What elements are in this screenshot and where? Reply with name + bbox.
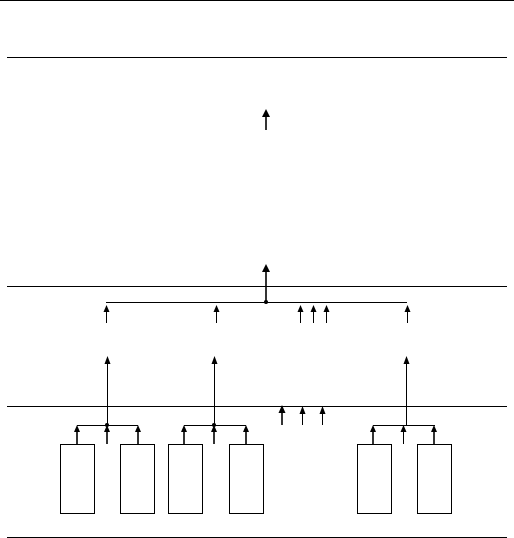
main-bus-arrow: [262, 264, 270, 302]
bus-tap-arrow-2: [213, 305, 220, 323]
module-box-4: [229, 444, 264, 514]
module-box-3: [168, 444, 203, 514]
bus-tap-arrow-6: [404, 305, 411, 323]
bus-tap-arrow-3: [297, 305, 304, 323]
bus-junction-dot: [264, 300, 268, 304]
module-box-1: [60, 444, 95, 514]
bus-tap-arrow-4: [310, 305, 317, 323]
module-box-6: [417, 444, 452, 514]
group-right: [357, 425, 452, 514]
bus-tap-arrow-1: [103, 305, 110, 323]
group-riser-center: [211, 356, 218, 425]
lower-standalone-arrow-2: [299, 406, 306, 425]
group-riser-right: [403, 356, 410, 425]
lower-standalone-arrow-1: [278, 405, 286, 425]
group-center: [168, 423, 264, 514]
bus-tap-arrow-5: [323, 305, 330, 323]
lower-standalone-arrow-3: [319, 406, 326, 425]
group-riser-left: [104, 356, 111, 425]
group-left: [60, 423, 155, 514]
module-box-2: [120, 444, 155, 514]
module-box-5: [357, 444, 392, 514]
top-level-arrow: [262, 109, 270, 130]
